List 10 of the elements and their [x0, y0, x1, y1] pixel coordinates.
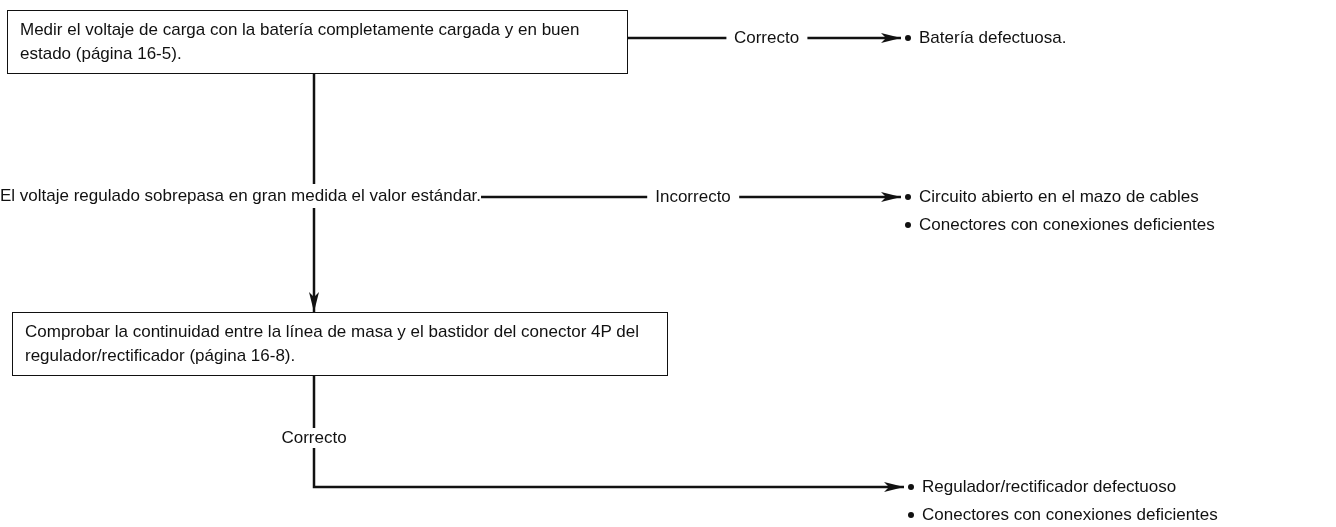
- bullet-item: Conectores con conexiones deficientes: [908, 501, 1218, 527]
- process-box: Comprobar la continuidad entre la línea de masa y el bastidor del conector 4P del regulador/rectificador (página 16-8).: [12, 312, 668, 376]
- bullet-item: Regulador/rectificador defectuoso: [908, 473, 1218, 501]
- arrow: [309, 208, 319, 312]
- condition-text: El voltaje regulado sobrepasa en gran medida el valor estándar.: [0, 184, 482, 208]
- process-box: Medir el voltaje de carga con la batería completamente cargada y en buen estado (página 16-5).: [7, 10, 628, 74]
- bullet-item: Batería defectuosa.: [905, 24, 1067, 52]
- arrow: [312, 376, 904, 492]
- bullet-item: Circuito abierto en el mazo de cables: [905, 183, 1215, 211]
- bullet-item: Conectores con conexiones deficientes: [905, 211, 1215, 239]
